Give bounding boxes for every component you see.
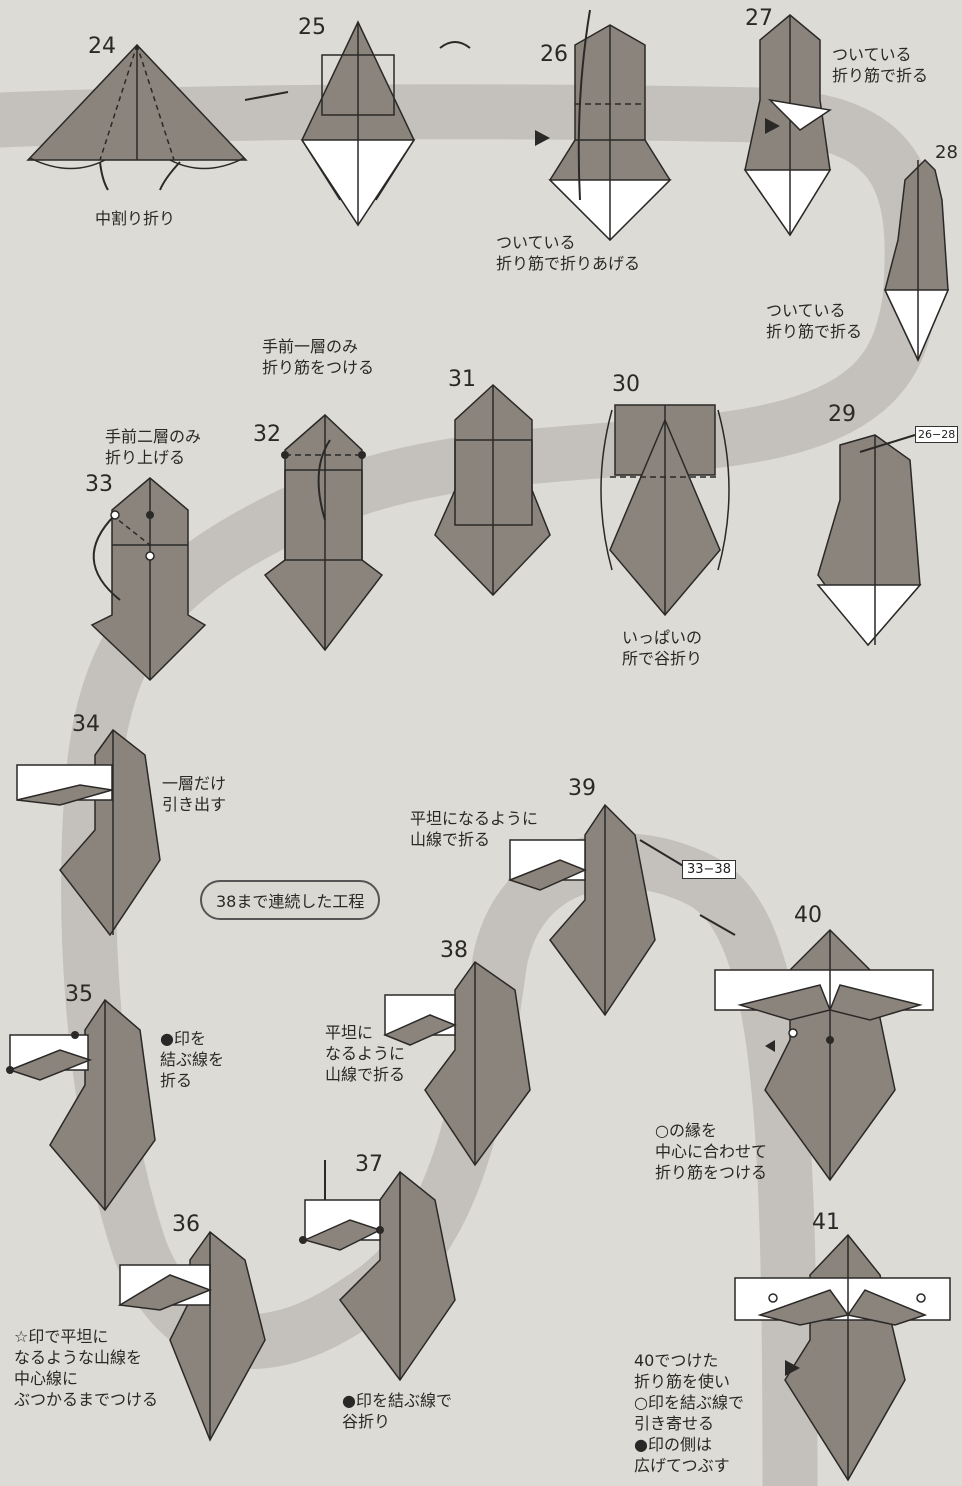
diagram-step-30: [600, 404, 730, 617]
step-number-32: 32: [253, 422, 281, 447]
instruction-38-line-1: 平坦に: [325, 1023, 374, 1042]
instruction-27-line-2: 折り筋で折る: [832, 66, 929, 85]
instruction-26-line-2: 折り筋で折りあげる: [496, 254, 641, 273]
step-number-31: 31: [448, 367, 476, 392]
instruction-40-line-3: 折り筋をつける: [655, 1163, 768, 1182]
step-number-24: 24: [88, 34, 116, 59]
instruction-33-line-1: 手前二層のみ: [105, 427, 202, 446]
diagram-step-32: [263, 413, 384, 652]
instruction-35-line-1: ●印を: [160, 1029, 206, 1048]
step-number-26: 26: [540, 42, 568, 67]
range-tag-26-28: 26−28: [915, 426, 959, 443]
instruction-41-line-4: 引き寄せる: [634, 1414, 715, 1433]
diagram-step-34: [16, 728, 161, 937]
diagram-step-35: [7, 998, 156, 1212]
instruction-36-line-3: 中心線に: [14, 1369, 79, 1388]
turn-over-icon: [439, 41, 471, 49]
instruction-33-line-2: 折り上げる: [105, 448, 186, 467]
instruction-30-line-2: 所で谷折り: [622, 649, 703, 668]
instruction-34-line-1: 一層だけ: [162, 774, 227, 793]
instruction-28-line-1: ついている: [766, 301, 846, 320]
step-number-25: 25: [298, 15, 326, 40]
push-arrow-icon: [785, 1360, 800, 1376]
diagram-step-29: [816, 434, 922, 647]
instruction-40-line-1: ○の縁を: [655, 1121, 717, 1140]
diagram-step-31: [434, 383, 551, 597]
instruction-28-line-2: 折り筋で折る: [766, 322, 863, 341]
instruction-37-line-1: ●印を結ぶ線で: [342, 1391, 452, 1410]
instruction-24-line-1: 中割り折り: [95, 209, 176, 228]
next-step-arrow-icon: [244, 91, 289, 101]
instruction-40-line-2: 中心に合わせて: [655, 1142, 768, 1161]
diagram-step-24: [26, 43, 248, 170]
fold-arrow-icon: [577, 9, 591, 201]
diagram-step-39: [507, 803, 656, 1017]
diagram-step-25: [300, 20, 416, 227]
diagram-step-38: [383, 960, 531, 1167]
step-number-35: 35: [65, 982, 93, 1007]
step-number-36: 36: [172, 1212, 200, 1237]
fold-arrow-icon: [317, 439, 331, 521]
diagram-step-27: [743, 14, 832, 237]
continuous-steps-note: 38まで連続した工程: [200, 880, 381, 920]
step-number-39: 39: [568, 776, 596, 801]
instruction-41-line-5: ●印の側は: [634, 1435, 712, 1454]
instruction-32-line-1: 手前一層のみ: [262, 337, 359, 356]
instruction-41-line-2: 折り筋を使い: [634, 1372, 731, 1391]
step-number-38: 38: [440, 938, 468, 963]
instruction-39-line-2: 山線で折る: [410, 830, 491, 849]
instruction-34-line-2: 引き出す: [162, 795, 227, 814]
instruction-38-line-3: 山線で折る: [325, 1065, 406, 1084]
step-number-37: 37: [355, 1152, 383, 1177]
diagram-step-40: [714, 928, 934, 1182]
instruction-27-line-1: ついている: [832, 45, 912, 64]
fold-arrow-icon: [159, 161, 181, 191]
fold-arrow-icon: [99, 161, 109, 191]
push-arrow-icon: [765, 118, 780, 134]
instruction-35-line-2: 結ぶ線を: [160, 1050, 225, 1069]
diagram-step-41: [734, 1233, 951, 1482]
instruction-37-line-2: 谷折り: [342, 1412, 391, 1431]
diagram-step-36: [117, 1230, 266, 1442]
step-number-27: 27: [745, 6, 773, 31]
instruction-41-line-3: ○印を結ぶ線で: [634, 1393, 744, 1412]
instruction-26-line-1: ついている: [496, 233, 576, 252]
instruction-36-line-1: ☆印で平坦に: [14, 1327, 109, 1346]
instruction-36-line-4: ぶつかるまでつける: [14, 1390, 159, 1409]
instruction-39-line-1: 平坦になるように: [410, 809, 539, 828]
diagram-step-28: [883, 158, 950, 362]
step-number-29: 29: [828, 402, 856, 427]
step-number-41: 41: [812, 1210, 840, 1235]
instruction-35-line-3: 折る: [160, 1071, 193, 1090]
step-number-40: 40: [794, 903, 822, 928]
instruction-36-line-2: なるような山線を: [14, 1348, 143, 1367]
step-number-34: 34: [72, 712, 100, 737]
instruction-41-line-6: 広げてつぶす: [634, 1456, 730, 1475]
next-step-arrow-icon: [699, 914, 736, 936]
fold-arrow-icon: [92, 514, 121, 601]
step-number-30: 30: [612, 372, 640, 397]
range-tag-33-38: 33−38: [682, 860, 736, 879]
diagram-step-26: [548, 24, 672, 242]
diagram-step-33: [90, 477, 207, 682]
instruction-30-line-1: いっぱいの: [622, 628, 703, 647]
step-number-28: 28: [935, 142, 958, 163]
instruction-38-line-2: なるように: [325, 1044, 406, 1063]
diagram-step-37: [302, 1170, 456, 1382]
instruction-32-line-2: 折り筋をつける: [262, 358, 375, 377]
step-number-33: 33: [85, 472, 113, 497]
instruction-41-line-1: 40でつけた: [634, 1351, 719, 1370]
push-arrow-icon: [535, 130, 550, 146]
